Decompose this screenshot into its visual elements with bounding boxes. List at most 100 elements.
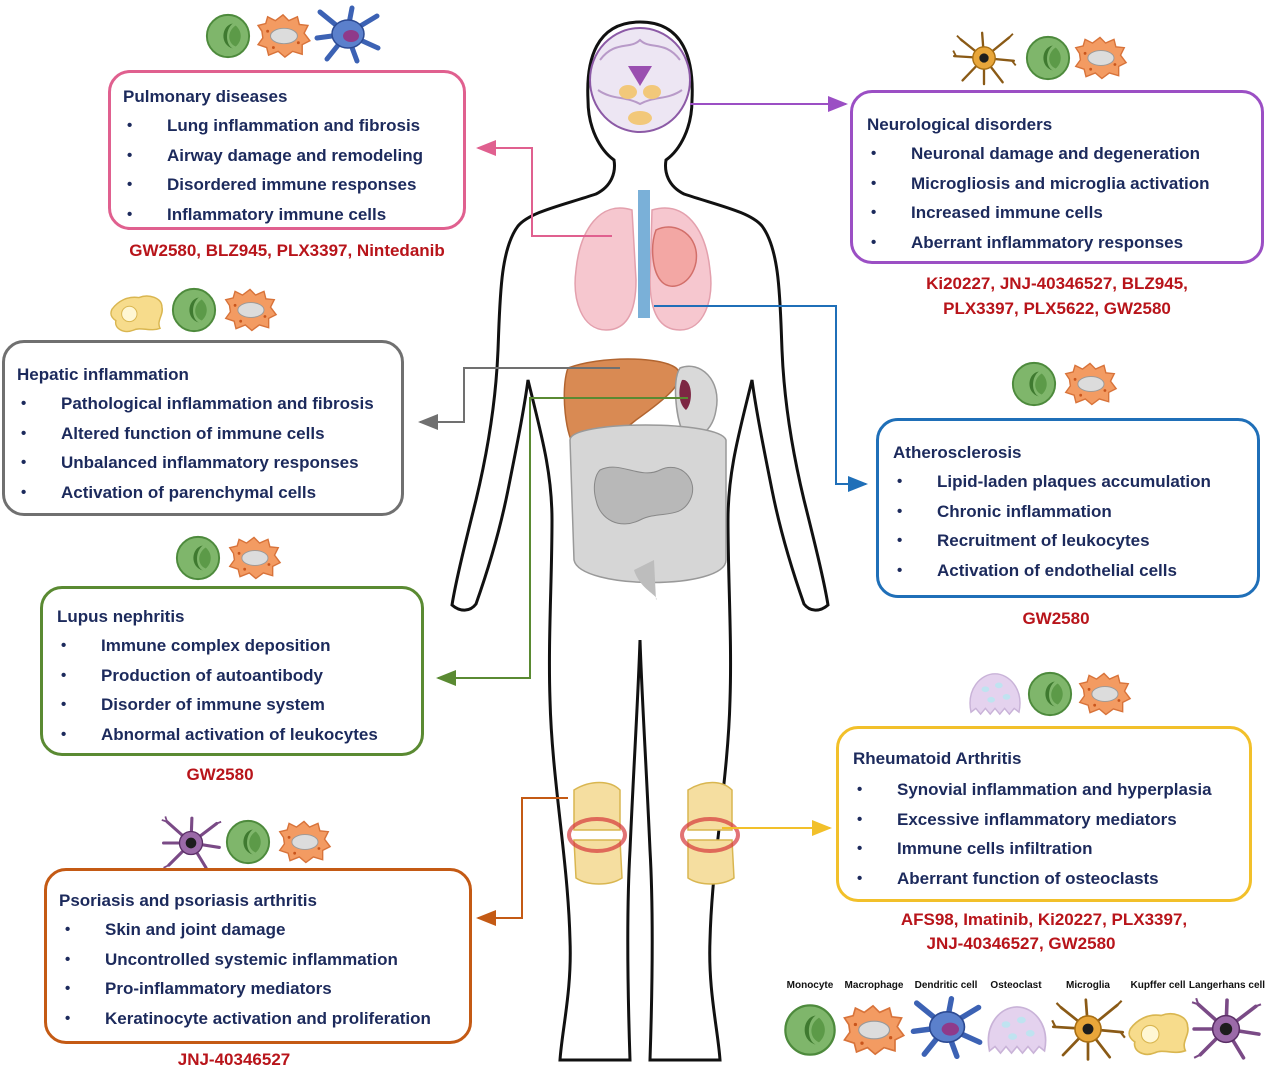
macrophage-icon <box>279 820 331 864</box>
kupffer-cell-icon <box>110 295 163 333</box>
list-item: • Production of autoantibody <box>61 665 323 685</box>
list-item: •Neuronal damage and degeneration <box>871 144 1201 163</box>
neurological-cell-icons <box>951 31 1127 86</box>
list-item: •Airway damage and remodeling <box>127 145 424 165</box>
list-item: •Pro-inflammatory mediators <box>65 979 332 998</box>
list-item: •Pathological inflammation and fibrosis <box>21 394 374 413</box>
psoriasis-box: Psoriasis and psoriasis arthritis •Skin … <box>44 868 472 1044</box>
list-item: •Abnormal activation of leukocytes <box>61 724 378 744</box>
list-item: •Increased immune cells <box>871 203 1103 222</box>
list-item: •Activation of parenchymal cells <box>21 482 317 502</box>
legend-monocyte-icon <box>784 1004 836 1056</box>
list-item: •Unbalanced inflammatory responses <box>21 453 359 472</box>
connector-psoriasis <box>476 797 568 926</box>
legend-microglia-icon <box>1050 998 1126 1061</box>
pulmonary-drugs: GW2580, BLZ945, PLX3397, Nintedanib <box>129 241 445 260</box>
connector-pulmonary <box>476 140 612 237</box>
hepatic-list: •Pathological inflammation and fibrosis … <box>21 389 374 507</box>
list-item: •Immune cells infiltration <box>857 839 1093 858</box>
legend-label-dendritic-cell: Dendritic cell <box>914 980 978 991</box>
hepatic-box: Hepatic inflammation •Pathological infla… <box>2 340 404 516</box>
monocyte-icon <box>175 535 221 581</box>
legend-langerhans-cell-icon <box>1190 996 1262 1060</box>
neurological-box: Neurological disorders •Neuronal damage … <box>850 90 1264 264</box>
list-item: •Microgliosis and microglia activation <box>871 173 1210 193</box>
neurological-drugs-line-1: Ki20227, JNJ-40346527, BLZ945, <box>926 274 1188 293</box>
list-item: •Skin and joint damage <box>65 920 286 939</box>
pulmonary-cell-icons <box>205 8 378 61</box>
psoriasis-list: •Skin and joint damage •Uncontrolled sys… <box>65 915 431 1033</box>
list-item: •Keratinocyte activation and proliferati… <box>65 1008 431 1028</box>
lupus-box: Lupus nephritis •Immune complex depositi… <box>40 586 424 756</box>
list-item: •Uncontrolled systemic inflammation <box>65 949 398 969</box>
cell-legend <box>784 996 1262 1061</box>
digestive-organs-icon <box>563 358 727 600</box>
rheumatoid-cell-icons <box>969 671 1131 717</box>
body-outline <box>450 20 830 1062</box>
hepatic-cell-icons <box>110 287 277 333</box>
legend-macrophage-icon <box>843 1004 905 1056</box>
psoriasis-cell-icons <box>160 816 331 870</box>
rheumatoid-list: •Synovial inflammation and hyperplasia •… <box>857 775 1212 893</box>
neurological-list: •Neuronal damage and degeneration •Micro… <box>871 139 1210 257</box>
legend-label-langerhans-cell: Langerhans cell <box>1188 980 1266 991</box>
legend-label-kupffer-cell: Kupffer cell <box>1130 980 1186 991</box>
knee-joint-right-icon <box>680 781 740 885</box>
legend-label-monocyte: Monocyte <box>786 980 834 991</box>
monocyte-icon <box>171 287 217 333</box>
monocyte-icon <box>1025 35 1071 81</box>
connector-hepatic <box>418 367 620 430</box>
atherosclerosis-title: Atherosclerosis <box>893 443 1022 462</box>
macrophage-icon <box>225 288 277 332</box>
lupus-cell-icons <box>175 535 281 581</box>
atherosclerosis-list: •Lipid-laden plaques accumulation •Chron… <box>897 467 1211 585</box>
list-item: •Immune complex deposition <box>61 636 331 655</box>
list-item: •Lipid-laden plaques accumulation <box>897 472 1211 491</box>
macrophage-icon <box>257 14 311 58</box>
list-item: •Aberrant function of osteoclasts <box>857 868 1159 888</box>
pulmonary-box: Pulmonary diseases •Lung inflammation an… <box>108 70 466 230</box>
pulmonary-list: •Lung inflammation and fibrosis •Airway … <box>127 111 424 229</box>
legend-label-osteoclast: Osteoclast <box>990 980 1042 991</box>
macrophage-icon <box>1079 672 1131 716</box>
rheumatoid-drugs-line-2: JNJ-40346527, GW2580 <box>926 934 1116 953</box>
legend-osteoclast-icon <box>987 1006 1047 1054</box>
osteoclast-icon <box>969 673 1021 715</box>
pulmonary-title: Pulmonary diseases <box>123 87 288 106</box>
monocyte-icon <box>1011 361 1057 407</box>
legend-label-microglia: Microglia <box>1066 980 1110 991</box>
list-item: •Disordered immune responses <box>127 175 417 194</box>
microglia-icon <box>951 31 1017 86</box>
lupus-list: •Immune complex deposition • Production … <box>61 631 378 749</box>
list-item: •Disorder of immune system <box>61 695 325 714</box>
list-item: •Recruitment of leukocytes <box>897 531 1150 550</box>
atherosclerosis-box: Atherosclerosis •Lipid-laden plaques acc… <box>876 418 1260 598</box>
rheumatoid-box: Rheumatoid Arthritis •Synovial inflammat… <box>836 726 1252 902</box>
langerhans-cell-icon <box>160 816 222 870</box>
macrophage-icon <box>1075 36 1127 80</box>
knee-joint-left-icon <box>567 781 627 885</box>
atherosclerosis-drugs: GW2580 <box>1022 609 1090 628</box>
lupus-title: Lupus nephritis <box>57 607 185 626</box>
list-item: •Excessive inflammatory mediators <box>857 809 1177 829</box>
macrophage-icon <box>1065 362 1117 406</box>
brain-icon <box>589 27 691 133</box>
legend-label-macrophage: Macrophage <box>844 980 904 991</box>
list-item: •Inflammatory immune cells <box>127 204 387 224</box>
legend-kupffer-cell-icon <box>1128 1012 1189 1056</box>
list-item: •Activation of endothelial cells <box>897 560 1177 580</box>
macrophage-icon <box>229 536 281 580</box>
monocyte-icon <box>225 819 271 865</box>
list-item: •Aberrant inflammatory responses <box>871 232 1184 252</box>
list-item: •Altered function of immune cells <box>21 423 325 443</box>
monocyte-icon <box>205 13 251 59</box>
connector-lupus <box>436 397 688 686</box>
rheumatoid-title: Rheumatoid Arthritis <box>853 749 1022 768</box>
legend-dendritic-cell-icon <box>913 999 979 1057</box>
connector-atherosclerosis <box>654 305 868 492</box>
monocyte-icon <box>1027 671 1073 717</box>
psoriasis-title: Psoriasis and psoriasis arthritis <box>59 891 317 910</box>
lungs-icon <box>574 190 712 331</box>
neurological-drugs-line-2: PLX3397, PLX5622, GW2580 <box>943 299 1171 318</box>
